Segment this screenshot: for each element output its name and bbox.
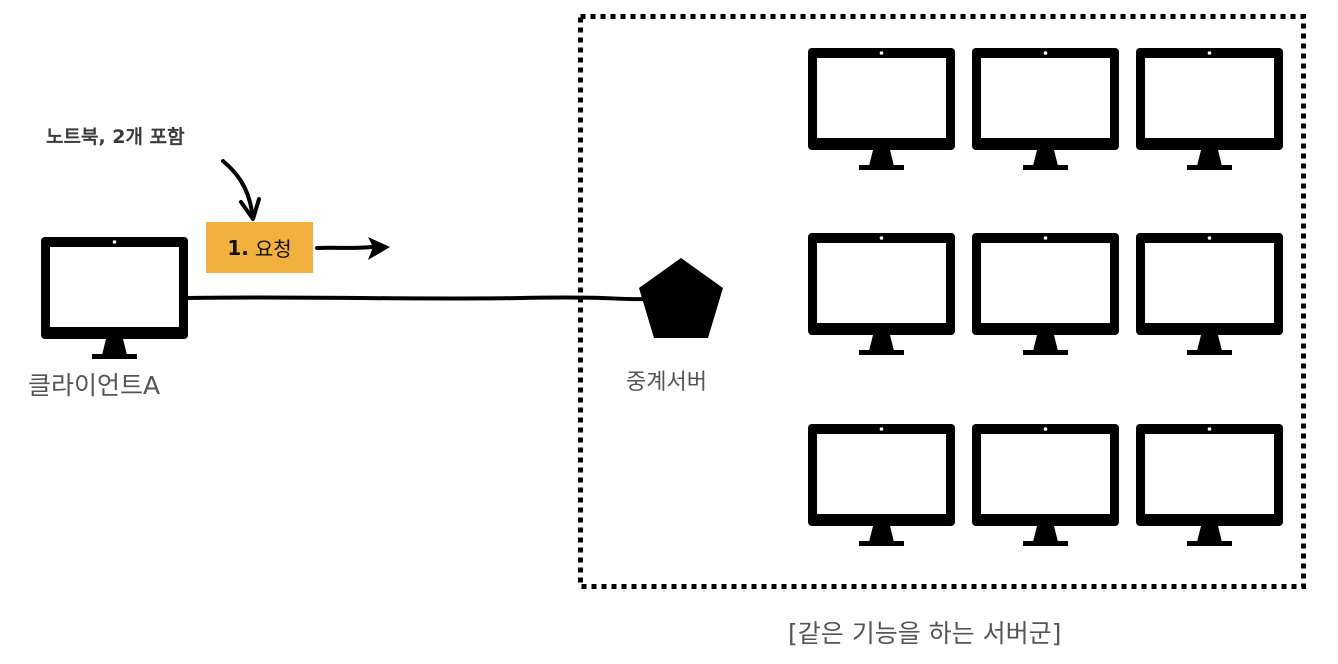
request-box: 1. 요청: [206, 222, 313, 273]
server-monitor-icon: [808, 233, 955, 355]
server-cluster-border: [578, 14, 1306, 589]
connection-line: [186, 295, 647, 302]
annotation-arrow: [221, 159, 261, 221]
server-monitor-icon: [808, 424, 955, 546]
server-monitor-icon: [972, 48, 1119, 170]
client-monitor-icon: [41, 237, 188, 359]
relay-server-label: 중계서버: [626, 370, 707, 395]
server-monitor-icon: [808, 48, 955, 170]
server-monitor-icon: [1136, 424, 1283, 546]
server-cluster-label: [같은 기능을 하는 서버군]: [788, 619, 1062, 648]
pentagon-icon: [639, 258, 723, 338]
annotation-label: 노트북, 2개 포함: [46, 126, 185, 148]
client-label: 클라이언트A: [28, 371, 161, 400]
request-label: 요청: [254, 237, 292, 261]
server-monitor-icon: [1136, 48, 1283, 170]
server-monitor-icon: [1136, 233, 1283, 355]
server-monitor-icon: [972, 424, 1119, 546]
server-monitor-icon: [972, 233, 1119, 355]
request-arrow: [315, 237, 390, 260]
request-number: 1.: [227, 235, 249, 260]
